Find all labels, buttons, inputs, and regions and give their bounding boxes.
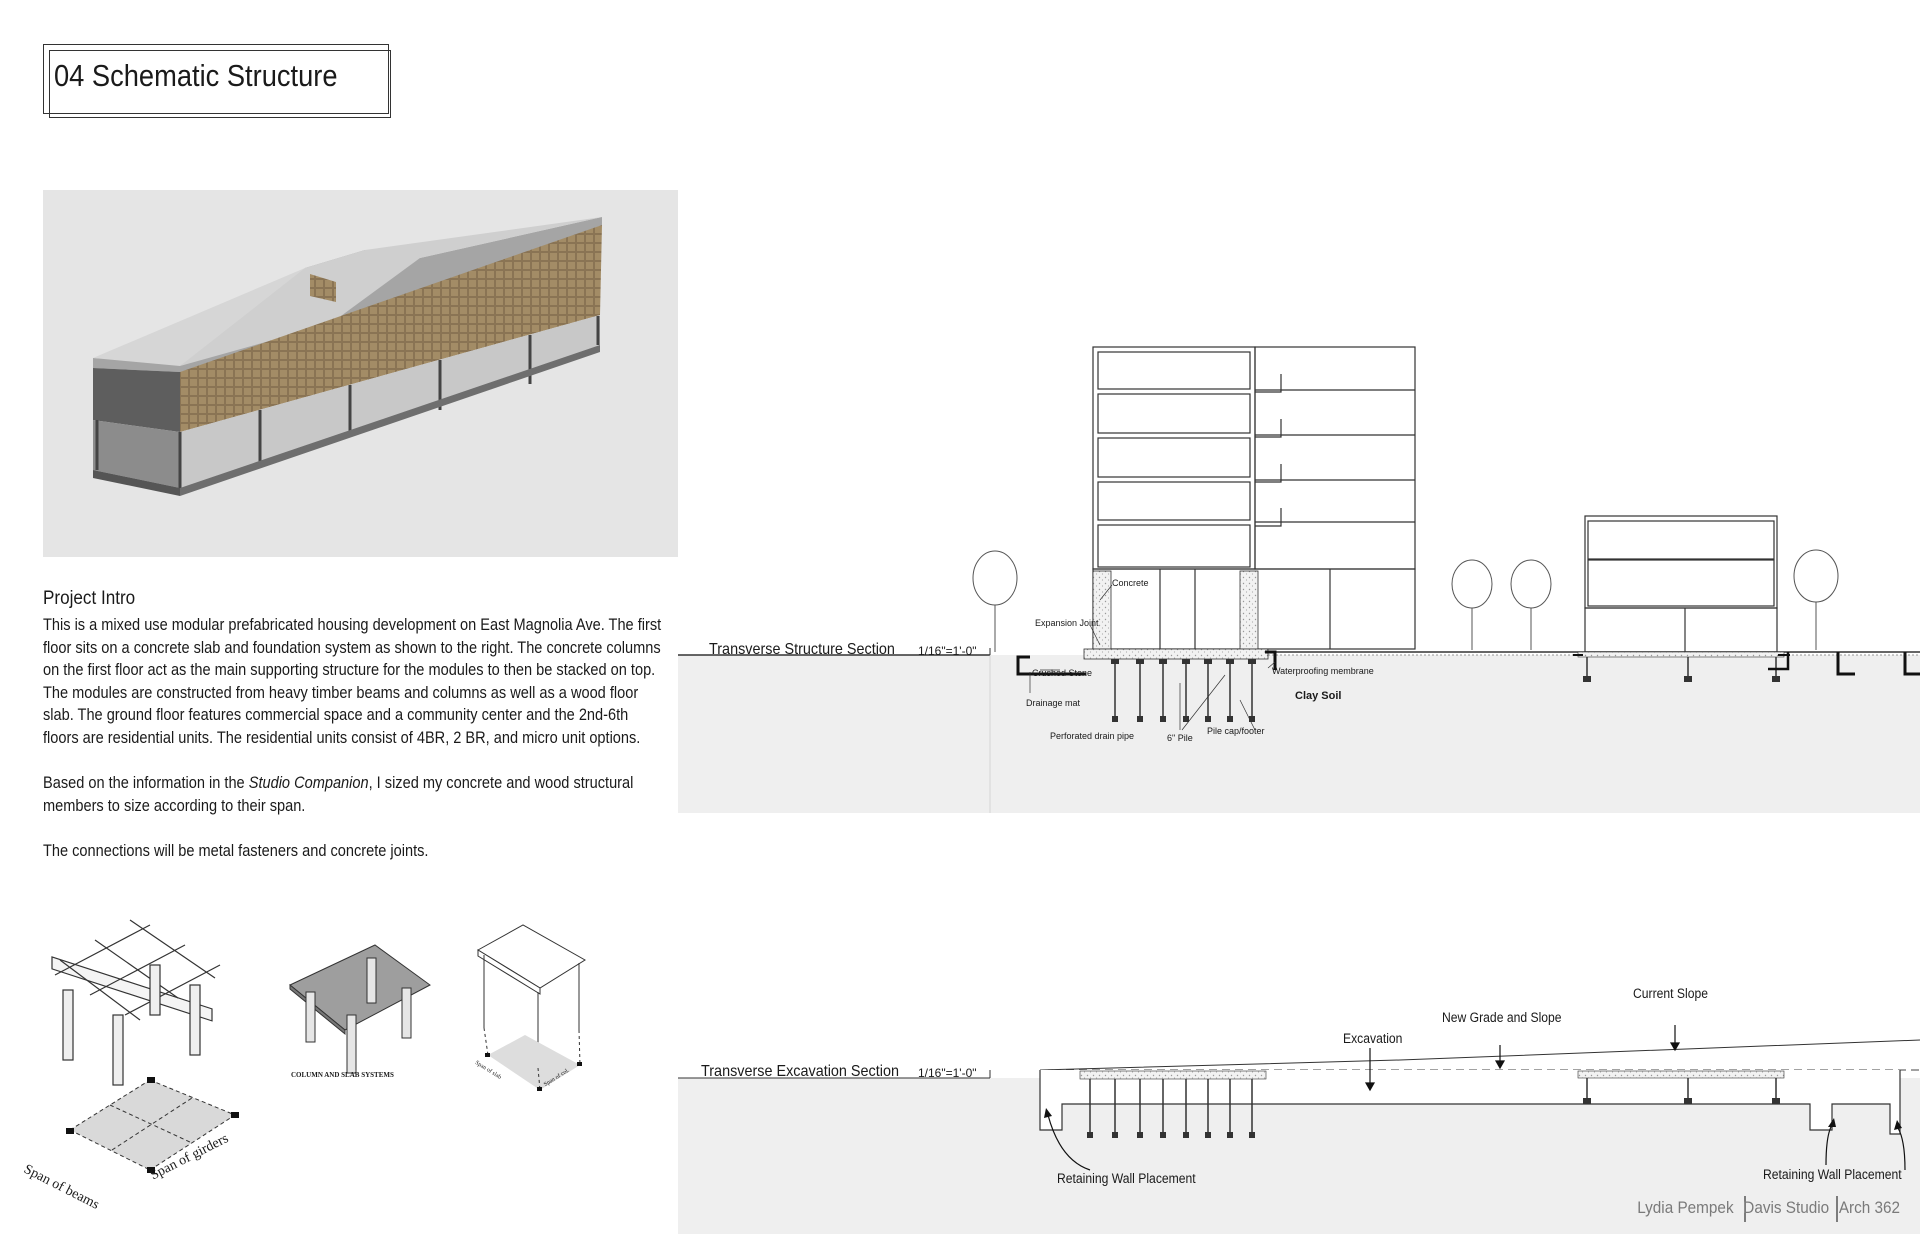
pile-label: 6" Pile xyxy=(1167,733,1193,743)
excavation-section-title: Transverse Excavation Section xyxy=(701,1063,899,1080)
excavation-section xyxy=(678,1025,1920,1234)
structure-section-title: Transverse Structure Section xyxy=(709,641,895,658)
crushed-stone-label: Crushed Stone xyxy=(1032,668,1093,678)
intro-paragraph-2-post: , I sized my concrete and wood structura… xyxy=(43,774,634,815)
drainage-mat-label: Drainage mat xyxy=(1026,698,1081,708)
structure-section xyxy=(678,346,1920,813)
waterproofing-label: Waterproofing membrane xyxy=(1272,666,1374,676)
expansion-joint-label: Expansion Joint xyxy=(1035,618,1099,628)
intro-paragraph-2-pre: Based on the information in the xyxy=(43,774,249,792)
column-slab-diagram xyxy=(289,944,431,1074)
intro-paragraph-2: Based on the information in the Studio C… xyxy=(43,772,664,817)
simple-frame-diagram xyxy=(477,924,586,1091)
credit-studio: Davis Studio xyxy=(1743,1198,1830,1217)
clay-soil-label: Clay Soil xyxy=(1295,690,1342,702)
structure-section-scale: 1/16"=1'-0" xyxy=(918,644,977,658)
retaining-wall-right-label: Retaining Wall Placement xyxy=(1763,1167,1902,1182)
new-grade-label: New Grade and Slope xyxy=(1442,1010,1562,1025)
concrete-label: Concrete xyxy=(1112,578,1149,588)
credit-line: Lydia Pempek Davis Studio Arch 362 xyxy=(1637,1198,1900,1218)
intro-heading: Project Intro xyxy=(43,588,136,609)
intro-paragraph-1: This is a mixed use modular prefabricate… xyxy=(43,616,662,747)
current-slope-label: Current Slope xyxy=(1633,986,1708,1001)
intro-paragraph-3: The connections will be metal fasteners … xyxy=(43,842,429,860)
perforated-pipe-label: Perforated drain pipe xyxy=(1050,731,1135,741)
title-frame xyxy=(43,44,389,114)
intro-body: This is a mixed use modular prefabricate… xyxy=(43,614,664,886)
retaining-wall-left-label: Retaining Wall Placement xyxy=(1057,1171,1196,1186)
intro-paragraph-2-book: Studio Companion xyxy=(248,774,369,792)
title-frame-shadow xyxy=(49,50,391,118)
page-title: 04 Schematic Structure xyxy=(54,58,338,93)
isometric-building xyxy=(93,217,602,496)
column-slab-label: COLUMN AND SLAB SYSTEMS xyxy=(291,1071,394,1079)
credit-course: Arch 362 xyxy=(1838,1198,1900,1217)
beam-girder-diagram xyxy=(51,919,239,1173)
credit-name: Lydia Pempek xyxy=(1637,1198,1734,1217)
pile-cap-label: Pile cap/footer xyxy=(1207,726,1265,736)
excavation-section-scale: 1/16"=1'-0" xyxy=(918,1066,977,1080)
excavation-label: Excavation xyxy=(1343,1031,1403,1046)
